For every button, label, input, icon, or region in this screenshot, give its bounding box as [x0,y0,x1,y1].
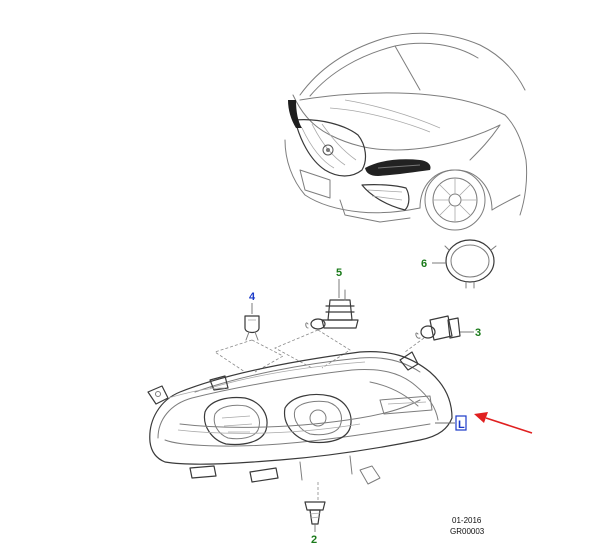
pointer-arrow [474,412,533,434]
callout-3: 3 [475,327,481,339]
bulb-part-5 [305,279,359,330]
callout-6: 6 [421,258,427,270]
callout-5: 5 [336,267,342,279]
diagram-code: GR00003 [450,527,485,536]
screw-part-2 [304,501,326,532]
headlamp-assembly [147,351,455,485]
bulb-part-3 [415,315,474,341]
vehicle-front-illustration [284,32,528,231]
headlamp-label-box [455,415,467,431]
headlamp-ring-part [432,239,497,289]
headlamp-side-label: L [458,419,465,431]
callout-2: 2 [311,534,317,546]
assembly-dashed-lines [214,329,425,500]
diagram-date: 01-2016 [452,516,482,525]
callout-4: 4 [249,291,256,303]
bulb-part-4 [244,303,260,341]
